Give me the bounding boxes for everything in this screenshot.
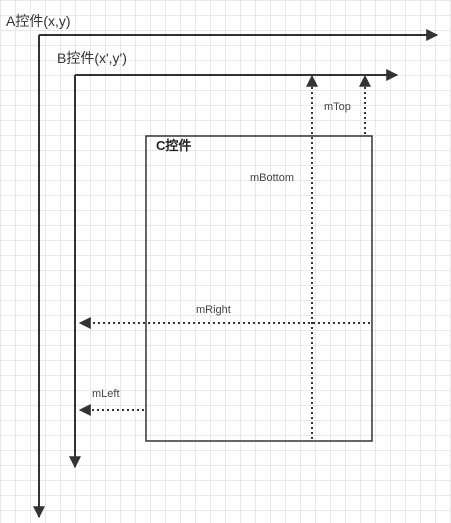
b-control-label: B控件(x',y') <box>57 50 127 66</box>
m-top-label: mTop <box>324 101 351 113</box>
m-bottom-label: mBottom <box>250 172 295 184</box>
m-right-label: mRight <box>196 304 231 316</box>
c-control-box <box>145 135 373 442</box>
a-control-label: A控件(x,y) <box>6 13 71 29</box>
m-left-label: mLeft <box>92 388 120 400</box>
c-control-label: C控件 <box>156 138 192 153</box>
